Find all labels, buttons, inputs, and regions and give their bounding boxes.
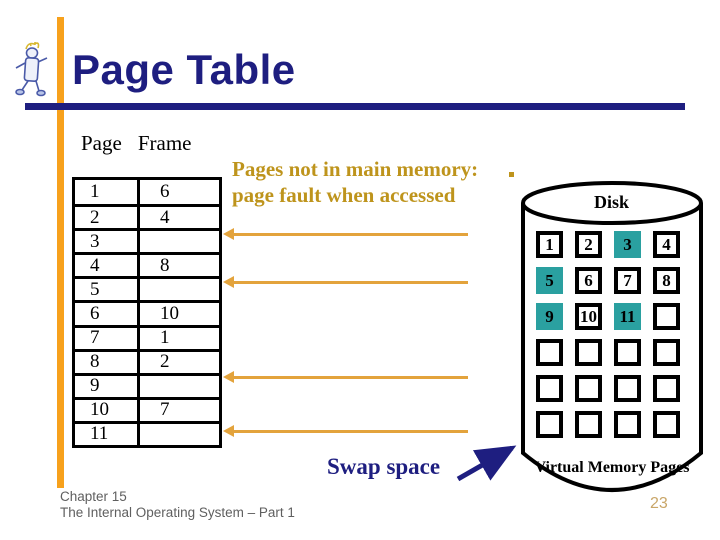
page-fault-arrow: [223, 425, 468, 437]
disk-empty-cell: [653, 339, 680, 366]
disk-page-cell-6: 6: [575, 267, 602, 294]
page-table-frame-cell: [137, 372, 219, 397]
footer: Chapter 15 The Internal Operating System…: [60, 489, 295, 520]
page-table-page-cell: 7: [75, 324, 137, 349]
page-table-frame-cell: 10: [137, 300, 219, 325]
page-fault-note-line2: page fault when accessed: [232, 183, 456, 207]
page-table-page-cell: 10: [75, 396, 137, 421]
disk-page-cell-7: 7: [614, 267, 641, 294]
page-table-page-cell: 2: [75, 204, 137, 228]
page-table-frame-cell: [137, 276, 219, 301]
disk-page-cell-4: 4: [653, 231, 680, 258]
footer-book-title: The Internal Operating System – Part 1: [60, 504, 295, 520]
page-fault-note: Pages not in main memory: page fault whe…: [232, 156, 478, 208]
disk-page-cell-3: 3: [614, 231, 641, 258]
page-table-frame-cell: [137, 228, 219, 253]
page-fault-arrow: [223, 276, 468, 288]
footer-chapter: Chapter 15: [60, 489, 127, 504]
disk-page-cell-11: 11: [614, 303, 641, 330]
disk-empty-cell: [653, 411, 680, 438]
disk-empty-cell: [575, 411, 602, 438]
disk-page-cell-1: 1: [536, 231, 563, 258]
disk-empty-cell: [614, 339, 641, 366]
page-table-frame-cell: 1: [137, 324, 219, 349]
page-table-page-cell: 1: [90, 181, 100, 203]
slide-page-number: 23: [650, 495, 668, 512]
page-table-frame-cell: 4: [137, 204, 219, 229]
disk-empty-cell: [653, 375, 680, 402]
page-table-header-frame: Frame: [137, 131, 192, 155]
page-table-frame-cell: 2: [137, 348, 219, 373]
page-table-page-cell: 11: [75, 420, 137, 445]
disk-page-cell-10: 10: [575, 303, 602, 330]
swap-space-label: Swap space: [327, 454, 441, 479]
page-title: Page Table: [72, 46, 296, 93]
disk-empty-cell: [614, 375, 641, 402]
page-table-header: Page Frame: [81, 131, 191, 156]
accent-bar: [57, 17, 64, 488]
page-table-header-page: Page: [81, 131, 122, 155]
disk-caption: Virtual Memory Pages: [534, 459, 690, 476]
disk-page-cell-9: 9: [536, 303, 563, 330]
disk-empty-cell: [653, 303, 680, 330]
page-table-page-cell: 5: [75, 276, 137, 300]
page-table-page-cell: 4: [75, 252, 137, 276]
page-table-page-cell: 9: [75, 372, 137, 397]
page-fault-arrow: [223, 371, 468, 383]
disk-empty-cell: [614, 411, 641, 438]
page-table-page-cell: 8: [75, 348, 137, 373]
swap-space-arrow: [450, 437, 530, 492]
page-fault-arrow: [223, 228, 468, 240]
disk-label: Disk: [593, 192, 629, 212]
disk-empty-cell: [536, 411, 563, 438]
page-fault-note-line1: Pages not in main memory:: [232, 157, 479, 181]
page-table-frame-cell: 8: [137, 252, 219, 277]
title-underline: [25, 103, 685, 110]
mascot-robot-icon: [12, 40, 52, 103]
page-table-page-cell: 6: [75, 300, 137, 324]
disk-page-cell-8: 8: [653, 267, 680, 294]
gold-dot-decoration: [509, 172, 514, 177]
page-table-page-cell: 3: [75, 228, 137, 252]
disk-empty-cell: [575, 375, 602, 402]
page-table-frame-cell: [137, 420, 219, 445]
disk-empty-cell: [575, 339, 602, 366]
page-table-frame-cell: 7: [137, 396, 219, 421]
page-table-frame-cell: 6: [137, 180, 219, 205]
disk-empty-cell: [536, 339, 563, 366]
disk-page-cell-2: 2: [575, 231, 602, 258]
disk-empty-cell: [536, 375, 563, 402]
disk-page-cell-5: 5: [536, 267, 563, 294]
